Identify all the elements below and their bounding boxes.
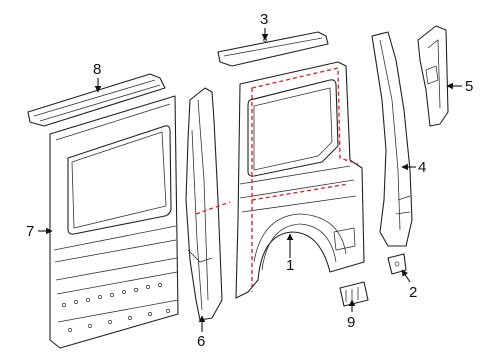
pillar-reinforcement: [185, 87, 231, 321]
callout-5: 5: [465, 78, 473, 95]
callout-4: 4: [418, 159, 426, 176]
callout-3: 3: [260, 11, 268, 28]
callout-1: 1: [286, 257, 294, 274]
rear-pillar-cover: [417, 25, 449, 127]
callout-2: 2: [409, 284, 417, 301]
rear-pillar: [371, 31, 413, 247]
body-side-panel: [235, 61, 365, 299]
roof-rail-left: [27, 73, 166, 127]
callout-7: 7: [26, 223, 34, 240]
panel-holes: [62, 283, 170, 332]
vent-grille: [339, 281, 369, 307]
left-side-panel: [49, 95, 179, 349]
callout-6: 6: [197, 333, 205, 350]
callout-9: 9: [347, 314, 355, 331]
callout-8: 8: [93, 61, 101, 78]
leader-2: [401, 269, 411, 283]
roof-rail-center: [217, 31, 329, 67]
